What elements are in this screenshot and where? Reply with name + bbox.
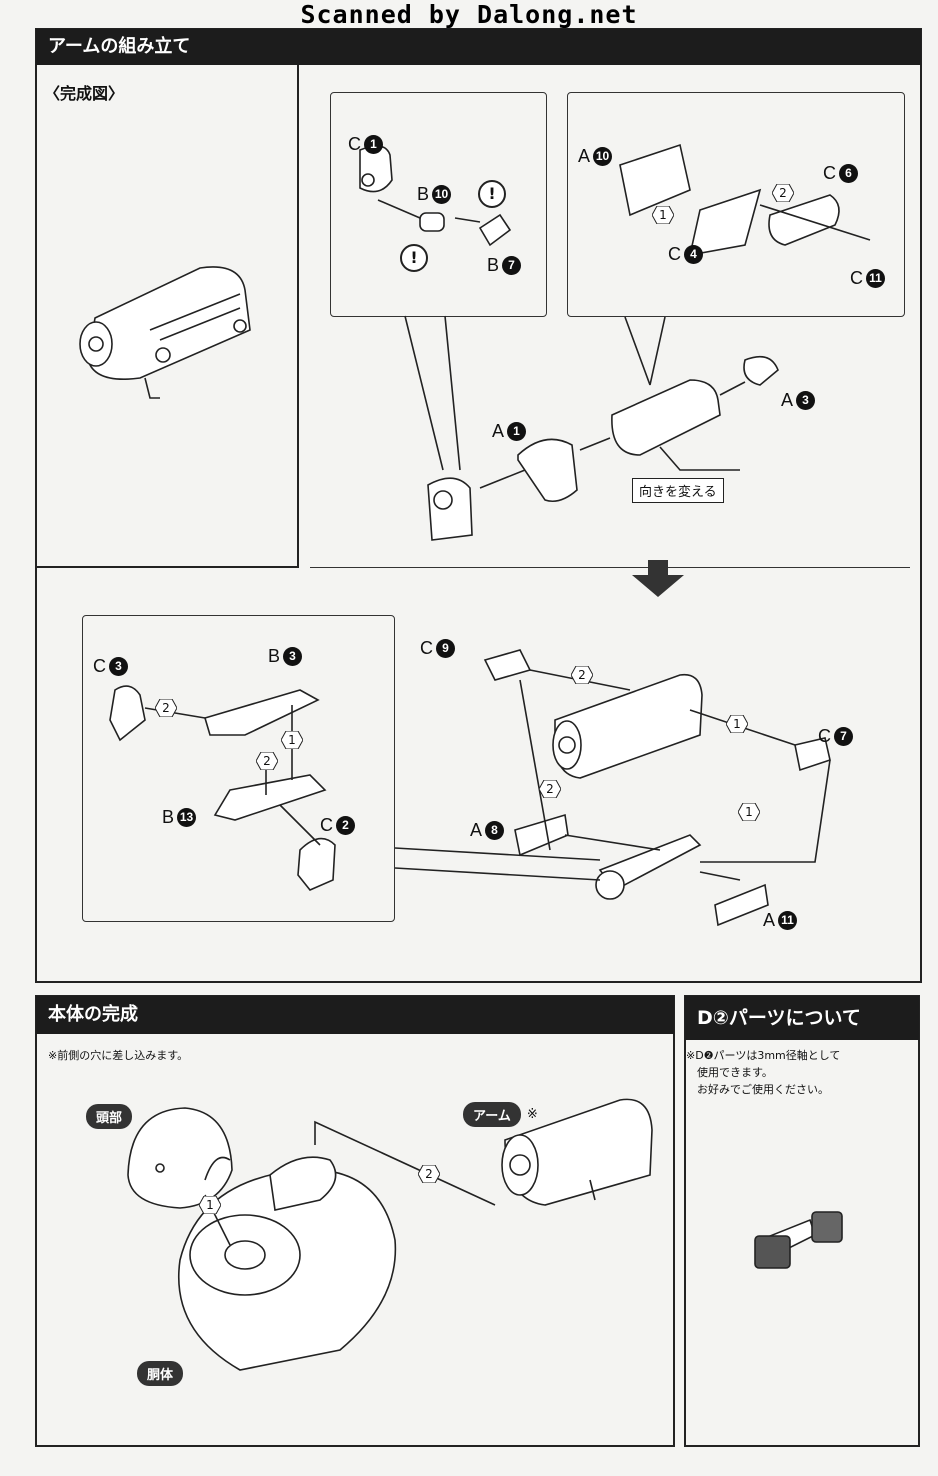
scan-credit: Scanned by Dalong.net [300, 0, 638, 29]
body-note: ※前側の穴に差し込みます。 [48, 1049, 189, 1062]
completed-panel [36, 65, 299, 568]
step-number-2: 2 [539, 780, 561, 798]
body-section-title: 本体の完成 [36, 996, 674, 1034]
step-number-2: 2 [571, 666, 593, 684]
sub-step-box-2 [567, 92, 905, 317]
step-number-2: 2 [772, 184, 794, 202]
caution-icon: ! [478, 180, 506, 208]
step-number-1: 1 [738, 803, 760, 821]
step-number-1: 1 [199, 1196, 221, 1214]
completed-arm-drawing [79, 266, 251, 399]
arm-label-wrap: アーム ※ [463, 1102, 538, 1127]
stage-divider [310, 567, 910, 568]
step-number-2: 2 [418, 1165, 440, 1183]
arm-section-title: アームの組み立て [36, 29, 921, 65]
completed-label: 〈完成図〉 [44, 84, 125, 103]
step-number-2: 2 [256, 752, 278, 770]
sub-step-box-3 [82, 615, 395, 922]
torso-label: 胴体 [137, 1361, 184, 1386]
step-number-2: 2 [155, 699, 177, 717]
head-label: 頭部 [86, 1104, 133, 1129]
step-number-1: 1 [726, 715, 748, 733]
sub-step-box-1 [330, 92, 547, 317]
d2-section-title: D②パーツについて [685, 996, 919, 1040]
arm-label: アーム [463, 1102, 521, 1127]
arm-mark: ※ [526, 1107, 538, 1122]
step-number-1: 1 [281, 731, 303, 749]
caution-icon: ! [400, 244, 428, 272]
step-number-1: 1 [652, 206, 674, 224]
direction-note: 向きを変える [632, 478, 724, 503]
d2-note: ※D❷パーツは3mm径軸として 使用できます。 お好みでご使用ください。 [686, 1049, 841, 1096]
